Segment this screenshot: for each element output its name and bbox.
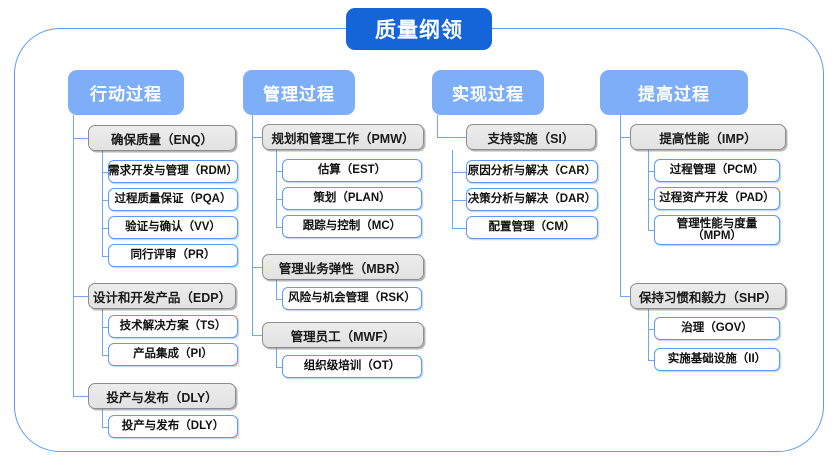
child-trunk-1-1 bbox=[102, 151, 104, 256]
child-trunk-2-2 bbox=[276, 280, 278, 299]
column-trunk-3 bbox=[437, 115, 439, 137]
group-stub-4-1 bbox=[620, 137, 630, 139]
leaf-line: 管理性能与度量 bbox=[676, 217, 758, 230]
child-trunk-2-1 bbox=[276, 150, 278, 227]
leaf-stub-2-2-1 bbox=[276, 298, 282, 300]
leaf-stub-4-1-3 bbox=[648, 230, 654, 232]
leaf-stub-3-1-2 bbox=[452, 199, 466, 201]
leaf-node-策划PLAN[interactable]: 策划（PLAN） bbox=[282, 187, 422, 210]
group-node-提高性能IMP[interactable]: 提高性能（IMP） bbox=[630, 124, 786, 150]
leaf-stub-3-1-1 bbox=[452, 171, 466, 173]
child-trunk-1-3 bbox=[102, 409, 104, 427]
leaf-node-治理GOV[interactable]: 治理（GOV） bbox=[654, 317, 780, 340]
leaf-stub-2-1-1 bbox=[276, 170, 282, 172]
leaf-stub-1-2-2 bbox=[102, 354, 108, 356]
leaf-stub-1-3-1 bbox=[102, 426, 108, 428]
group-node-设计和开发产品EDP[interactable]: 设计和开发产品（EDP） bbox=[88, 283, 236, 309]
leaf-node-估算EST[interactable]: 估算（EST） bbox=[282, 159, 422, 182]
leaf-node-需求开发与管理RDM[interactable]: 需求开发与管理（RDM） bbox=[108, 160, 238, 183]
leaf-stub-4-1-2 bbox=[648, 198, 654, 200]
column-header-3[interactable]: 实现过程 bbox=[432, 70, 544, 115]
column-trunk-4 bbox=[620, 115, 622, 296]
leaf-node-同行评审PR[interactable]: 同行评审（PR） bbox=[108, 244, 238, 267]
group-stub-2-1 bbox=[252, 137, 262, 139]
leaf-node-投产与发布DLY[interactable]: 投产与发布（DLY） bbox=[108, 415, 238, 438]
leaf-node-配置管理CM[interactable]: 配置管理（CM） bbox=[466, 216, 598, 239]
group-node-管理业务弹性MBR[interactable]: 管理业务弹性（MBR） bbox=[262, 254, 424, 280]
leaf-node-产品集成PI[interactable]: 产品集成（PI） bbox=[108, 343, 238, 366]
leaf-node-跟踪与控制MC[interactable]: 跟踪与控制（MC） bbox=[282, 215, 422, 238]
leaf-stub-3-1-3 bbox=[452, 227, 466, 229]
leaf-node-过程资产开发PAD[interactable]: 过程资产开发（PAD） bbox=[654, 187, 780, 210]
column-header-1[interactable]: 行动过程 bbox=[68, 70, 184, 115]
group-node-保持习惯和毅力SHP[interactable]: 保持习惯和毅力（SHP） bbox=[630, 283, 786, 309]
group-node-支持实施SI[interactable]: 支持实施（SI） bbox=[466, 124, 596, 150]
child-trunk-4-2 bbox=[648, 309, 650, 360]
group-node-规划和管理工作PMW[interactable]: 规划和管理工作（PMW） bbox=[262, 124, 424, 150]
group-stub-4-2 bbox=[620, 296, 630, 298]
leaf-stub-2-3-1 bbox=[276, 366, 282, 368]
leaf-stub-1-1-3 bbox=[102, 227, 108, 229]
leaf-stub-1-1-4 bbox=[102, 255, 108, 257]
group-stub-1-3 bbox=[73, 396, 88, 398]
leaf-stub-2-1-2 bbox=[276, 198, 282, 200]
group-stub-1-1 bbox=[73, 138, 88, 140]
leaf-stub-1-1-1 bbox=[102, 171, 108, 173]
group-stub-2-3 bbox=[252, 335, 262, 337]
leaf-node-组织级培训OT[interactable]: 组织级培训（OT） bbox=[282, 355, 422, 378]
leaf-node-技术解决方案TS[interactable]: 技术解决方案（TS） bbox=[108, 315, 238, 338]
leaf-stub-4-1-1 bbox=[648, 170, 654, 172]
root-title-node[interactable]: 质量纲领 bbox=[346, 8, 492, 50]
child-trunk-4-1 bbox=[648, 150, 650, 230]
leaf-line: （MPM） bbox=[692, 230, 742, 242]
leaf-node-验证与确认VV[interactable]: 验证与确认（VV） bbox=[108, 216, 238, 239]
leaf-stub-1-2-1 bbox=[102, 326, 108, 328]
leaf-stub-4-2-1 bbox=[648, 328, 654, 330]
group-node-确保质量ENQ[interactable]: 确保质量（ENQ） bbox=[88, 125, 236, 151]
leaf-node-实施基础设施II[interactable]: 实施基础设施（II） bbox=[654, 348, 780, 371]
column-trunk-1 bbox=[73, 115, 75, 396]
column-trunk-2 bbox=[252, 115, 254, 335]
group-stub-2-2 bbox=[252, 267, 262, 269]
leaf-stub-2-1-3 bbox=[276, 226, 282, 228]
leaf-node-过程质量保证PQA[interactable]: 过程质量保证（PQA） bbox=[108, 188, 238, 211]
group-node-投产与发布DLY[interactable]: 投产与发布（DLY） bbox=[88, 383, 236, 409]
leaf-node-管理性能与度量MPM[interactable]: 管理性能与度量（MPM） bbox=[654, 215, 780, 245]
leaf-node-原因分析与解决CAR[interactable]: 原因分析与解决（CAR） bbox=[466, 160, 598, 183]
group-stub-3-1 bbox=[437, 137, 466, 139]
child-trunk-1-2 bbox=[102, 309, 104, 355]
column-header-2[interactable]: 管理过程 bbox=[243, 70, 355, 115]
leaf-node-决策分析与解决DAR[interactable]: 决策分析与解决（DAR） bbox=[466, 188, 598, 211]
child-trunk-3-1 bbox=[452, 150, 454, 228]
group-stub-1-2 bbox=[73, 296, 88, 298]
leaf-stub-1-1-2 bbox=[102, 199, 108, 201]
leaf-stub-4-2-2 bbox=[648, 359, 654, 361]
column-header-4[interactable]: 提高过程 bbox=[600, 70, 748, 115]
leaf-node-过程管理PCM[interactable]: 过程管理（PCM） bbox=[654, 159, 780, 182]
leaf-node-风险与机会管理RSK[interactable]: 风险与机会管理（RSK） bbox=[282, 287, 422, 310]
child-trunk-2-3 bbox=[276, 348, 278, 367]
group-node-管理员工MWF[interactable]: 管理员工（MWF） bbox=[262, 322, 424, 348]
